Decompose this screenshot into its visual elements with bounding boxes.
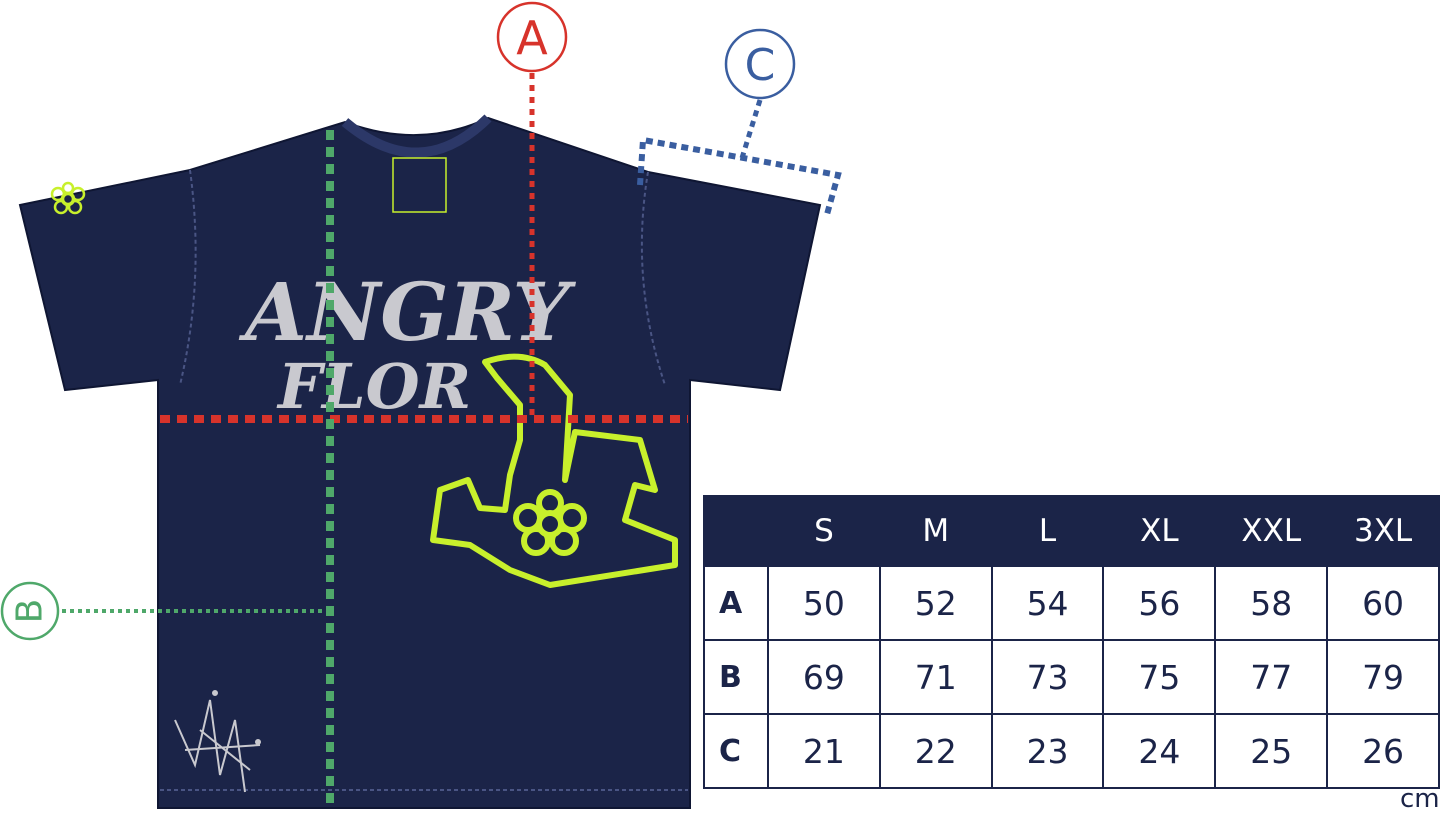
size-header-s: S xyxy=(767,495,881,567)
size-header-l: L xyxy=(990,495,1105,567)
table-row: B 69 71 73 75 77 79 xyxy=(703,639,1440,715)
print-line-1: ANGRY xyxy=(238,265,577,359)
table-corner xyxy=(703,495,769,567)
table-cell: 24 xyxy=(1102,713,1217,789)
neck-tag xyxy=(392,157,447,213)
table-cell: 69 xyxy=(767,639,881,715)
table-cell: 60 xyxy=(1326,565,1440,641)
size-header-3xl: 3XL xyxy=(1326,495,1440,567)
tshirt-shape xyxy=(18,116,822,809)
table-cell: 77 xyxy=(1214,639,1329,715)
measure-c-badge xyxy=(724,28,796,100)
unit-label: cm xyxy=(1400,784,1440,814)
size-header-xl: XL xyxy=(1102,495,1217,567)
measure-a-badge xyxy=(496,1,568,73)
left-sleeve-seam xyxy=(179,169,197,386)
table-cell: 58 xyxy=(1214,565,1329,641)
row-label-c: C xyxy=(703,713,769,789)
print-line-2: FLOR xyxy=(276,350,471,423)
table-cell: 71 xyxy=(878,639,993,715)
table-cell: 79 xyxy=(1326,639,1440,715)
measure-c-leader xyxy=(739,99,763,159)
table-row: A 50 52 54 56 58 60 xyxy=(703,565,1440,641)
collar xyxy=(341,114,492,158)
measure-c-label: C xyxy=(745,40,776,91)
measure-b-label: B xyxy=(10,599,51,624)
size-header-m: M xyxy=(878,495,993,567)
table-cell: 21 xyxy=(767,713,881,789)
row-label-b: B xyxy=(703,639,769,715)
neon-flower-graphic xyxy=(430,353,678,588)
table-cell: 73 xyxy=(990,639,1105,715)
table-cell: 75 xyxy=(1102,639,1217,715)
size-header-row: S M L XL XXL 3XL xyxy=(703,495,1440,567)
table-cell: 23 xyxy=(990,713,1105,789)
size-header-xxl: XXL xyxy=(1214,495,1329,567)
table-cell: 56 xyxy=(1102,565,1217,641)
table-cell: 54 xyxy=(990,565,1105,641)
table-cell: 26 xyxy=(1326,713,1440,789)
signature-mark xyxy=(174,690,261,793)
table-cell: 50 xyxy=(767,565,881,641)
size-chart-table: S M L XL XXL 3XL A 50 52 54 56 58 60 B 6… xyxy=(703,495,1440,789)
row-label-a: A xyxy=(703,565,769,641)
measure-a-label: A xyxy=(516,11,548,65)
table-cell: 25 xyxy=(1214,713,1329,789)
table-cell: 52 xyxy=(878,565,993,641)
measure-b-badge xyxy=(0,581,60,641)
sleeve-flower-icon xyxy=(50,181,86,215)
right-sleeve-seam xyxy=(640,171,666,386)
table-cell: 22 xyxy=(878,713,993,789)
table-row: C 21 22 23 24 25 26 xyxy=(703,713,1440,789)
